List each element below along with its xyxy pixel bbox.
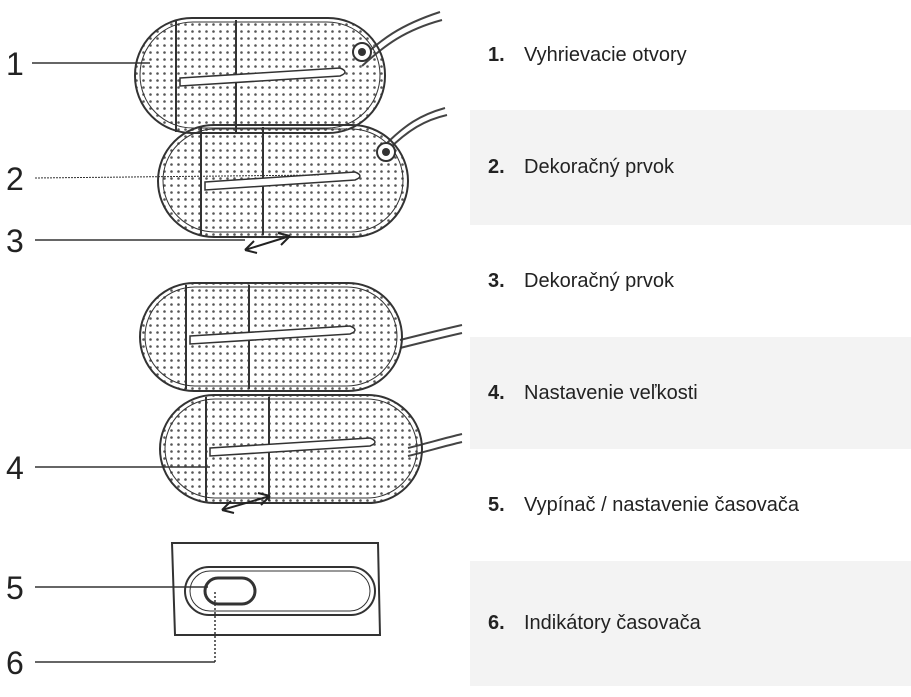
- legend: 1. Vyhrievacie otvory 2. Dekoračný prvok…: [470, 0, 911, 697]
- callout-3: 3: [6, 223, 24, 259]
- shoe-dryer-4: [160, 395, 462, 513]
- legend-item-5: 5. Vypínač / nastavenie časovača: [470, 449, 911, 561]
- legend-number: 3.: [470, 270, 524, 293]
- shoe-dryer-3: [140, 283, 462, 391]
- control-panel: [172, 543, 380, 635]
- callout-2: 2: [6, 161, 24, 197]
- callout-6: 6: [6, 645, 24, 681]
- callout-4: 4: [6, 450, 24, 486]
- shoe-dryer-1: [135, 12, 442, 133]
- legend-item-3: 3. Dekoračný prvok: [470, 225, 911, 337]
- legend-text: Dekoračný prvok: [524, 270, 674, 293]
- legend-text: Vyhrievacie otvory: [524, 44, 687, 67]
- callout-1: 1: [6, 46, 24, 82]
- legend-number: 2.: [470, 156, 524, 179]
- shoe-dryer-2: [158, 108, 447, 253]
- legend-item-2: 2. Dekoračný prvok: [470, 110, 911, 225]
- legend-item-4: 4. Nastavenie veľkosti: [470, 337, 911, 449]
- legend-item-6: 6. Indikátory časovača: [470, 561, 911, 686]
- legend-text: Dekoračný prvok: [524, 156, 674, 179]
- product-diagram: 1 2 3 4 5 6: [0, 0, 480, 697]
- callout-5: 5: [6, 570, 24, 606]
- legend-text: Vypínač / nastavenie časovača: [524, 494, 799, 517]
- legend-number: 5.: [470, 494, 524, 517]
- legend-text: Nastavenie veľkosti: [524, 382, 698, 405]
- legend-number: 6.: [470, 612, 524, 635]
- legend-item-1: 1. Vyhrievacie otvory: [470, 0, 911, 110]
- legend-text: Indikátory časovača: [524, 612, 701, 635]
- legend-number: 4.: [470, 382, 524, 405]
- legend-number: 1.: [470, 44, 524, 67]
